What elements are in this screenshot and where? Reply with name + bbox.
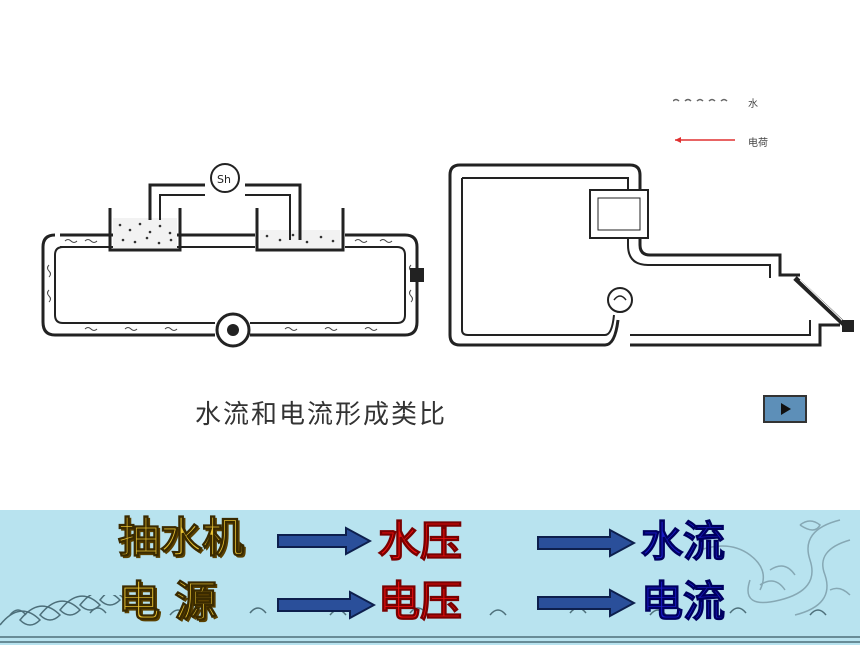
current-label: 电流 [640, 577, 726, 626]
play-button[interactable] [763, 395, 807, 423]
slide-content: Sh 水 电荷 水流和电流形成类比 [41, 98, 854, 430]
water-pressure-label: 水压 [377, 517, 463, 566]
legend-charge-label: 电荷 [748, 138, 768, 149]
arrow-source-to-voltage [277, 590, 376, 620]
play-icon [781, 403, 791, 415]
pump-label: 抽水机 [117, 513, 245, 562]
legend-charge-swatch [675, 137, 735, 143]
legend-water-label: 水 [748, 99, 758, 110]
voltage-label: 电压 [377, 577, 463, 626]
arrow-water-pressure-to-water-flow [537, 528, 636, 558]
power-source-label: 电 源 [118, 577, 218, 626]
legend-water-swatch [673, 98, 728, 102]
electric-circuit-diagram [448, 163, 854, 347]
water-flow-label: 水流 [640, 517, 726, 566]
diagram-caption: 水流和电流形成类比 [195, 400, 448, 430]
water-circuit-diagram: Sh [41, 163, 424, 348]
arrow-voltage-to-current [537, 588, 636, 618]
arrow-pump-to-water-pressure [277, 526, 372, 556]
svg-text:Sh: Sh [217, 173, 231, 186]
dragon-decoration [699, 519, 851, 616]
analogy-band: 抽水机 水压 水流 电 源 电压 电流 [0, 510, 860, 645]
